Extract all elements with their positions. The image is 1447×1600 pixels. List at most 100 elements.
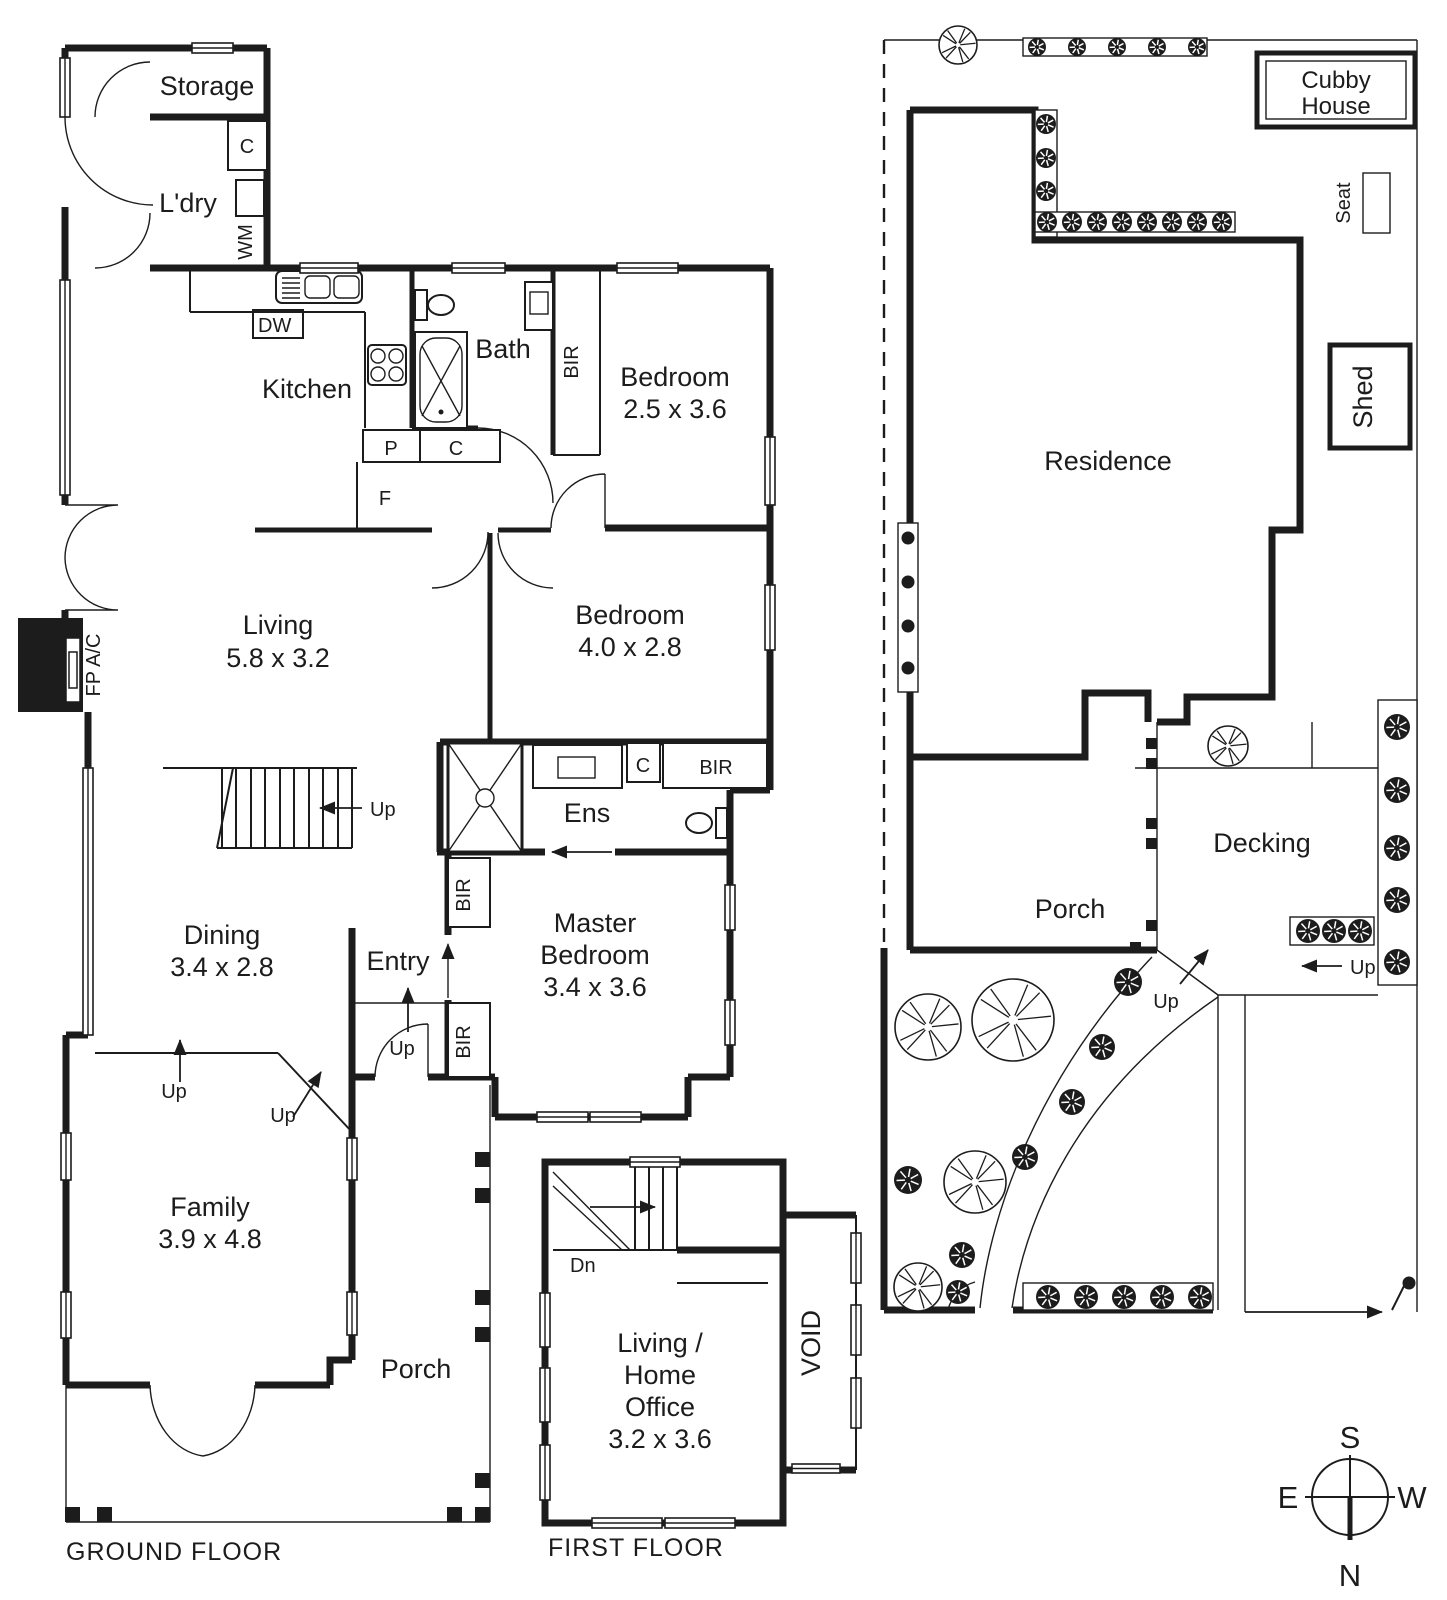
shed: Shed: [1327, 342, 1413, 451]
compass-east: E: [1278, 1480, 1299, 1515]
room-label-void: VOID: [796, 1310, 826, 1376]
dishwasher: DW: [252, 309, 304, 339]
room-label-bedroom1: Bedroom: [620, 362, 730, 392]
room-label-family: Family: [170, 1192, 250, 1222]
kitchen-counter: [189, 268, 366, 428]
shed-label: Shed: [1348, 365, 1378, 428]
decking: Decking Up: [1135, 722, 1378, 1312]
room-label-porch: Porch: [381, 1354, 452, 1384]
kitchen-sink: [275, 270, 363, 304]
decking-up-label: Up: [1350, 957, 1376, 979]
bath-toilet: [414, 289, 455, 321]
family-up-diag-label: Up: [270, 1105, 296, 1127]
room-label-master1: Master: [554, 908, 637, 938]
path-up-label: Up: [1153, 991, 1179, 1013]
closet-ensuite: C: [626, 742, 661, 783]
family-steps: Up Up: [95, 1039, 353, 1133]
bir-bath-label: BIR: [561, 345, 583, 378]
room-label-office3: Office: [625, 1392, 695, 1422]
washing-machine-label: WM: [235, 224, 257, 260]
site-label-decking: Decking: [1213, 828, 1311, 858]
pantry-label: P: [384, 438, 397, 460]
fridge-label: F: [379, 488, 391, 510]
closet-hall: C: [419, 429, 501, 463]
room-dim-living: 5.8 x 3.2: [226, 643, 330, 673]
residence-outline: [906, 106, 1304, 954]
family-up-label: Up: [161, 1081, 187, 1103]
first-floor-caption: FIRST FLOOR: [548, 1534, 724, 1562]
staircase: Up: [163, 767, 396, 849]
stairs-down-label: Dn: [570, 1255, 596, 1277]
ground-floor-plan: FP A/C DW: [18, 42, 776, 1566]
bir-master-top: BIR: [447, 857, 491, 928]
bir-master-bottom-label: BIR: [453, 1025, 475, 1058]
ensuite-toilet: [685, 807, 728, 839]
washing-machine: WM: [235, 179, 265, 260]
ground-floor-walls: [61, 44, 774, 1389]
stove-cooktop: [367, 344, 407, 386]
room-dim-dining: 3.4 x 2.8: [170, 952, 274, 982]
seat-label: Seat: [1333, 182, 1355, 224]
compass-north: N: [1339, 1558, 1361, 1593]
first-floor-plan: Dn Living / Home Office 3.2 x 3.6 VOID F…: [539, 1156, 862, 1562]
stairs-up-label: Up: [370, 799, 396, 821]
first-floor-stairs: Dn: [552, 1162, 768, 1284]
room-label-storage: Storage: [160, 71, 255, 101]
room-label-office2: Home: [624, 1360, 696, 1390]
site-porch: Porch: [1035, 738, 1157, 953]
room-dim-master: 3.4 x 3.6: [543, 972, 647, 1002]
ensuite-shower: [446, 741, 524, 854]
room-label-master2: Bedroom: [540, 940, 650, 970]
cubby-house-label-1: Cubby: [1301, 67, 1370, 94]
fridge-alcove: F: [356, 462, 391, 528]
room-label-office1: Living /: [617, 1328, 703, 1358]
pantry: P: [362, 429, 421, 463]
seat: Seat: [1333, 172, 1391, 234]
planting-beds: [897, 37, 1418, 1311]
entry-up-label: Up: [389, 1038, 415, 1060]
site-label-porch: Porch: [1035, 894, 1106, 924]
room-dim-family: 3.9 x 4.8: [158, 1224, 262, 1254]
cubby-house: Cubby House: [1254, 50, 1418, 130]
fp-ac-label: FP A/C: [83, 634, 105, 697]
site-label-residence: Residence: [1044, 446, 1172, 476]
garden-path: Up: [979, 949, 1219, 1309]
room-label-kitchen: Kitchen: [262, 374, 352, 404]
ground-floor-windows: [59, 42, 776, 1339]
room-label-dining: Dining: [184, 920, 261, 950]
closet-hall-label: C: [449, 438, 463, 460]
site-plan: Residence: [880, 25, 1418, 1319]
room-dim-office: 3.2 x 3.6: [608, 1424, 712, 1454]
room-dim-bedroom1: 2.5 x 3.6: [623, 394, 727, 424]
room-label-bedroom2: Bedroom: [575, 600, 685, 630]
compass-south: S: [1340, 1420, 1361, 1455]
fireplace-ac-unit: FP A/C: [18, 618, 105, 712]
bath-vanity: [524, 281, 554, 331]
cubby-house-label-2: House: [1301, 93, 1370, 120]
room-label-ensuite: Ens: [564, 798, 611, 828]
closet-ensuite-label: C: [636, 755, 650, 777]
compass-rose: S N E W: [1278, 1420, 1428, 1593]
room-label-laundry: L'dry: [159, 188, 217, 218]
ensuite-vanity: [532, 744, 623, 789]
bathtub: [414, 331, 468, 429]
room-dim-bedroom2: 4.0 x 2.8: [578, 632, 682, 662]
bir-bath: BIR: [553, 268, 601, 456]
dishwasher-label: DW: [258, 315, 291, 337]
bir-ensuite-label: BIR: [699, 757, 732, 779]
room-label-bath: Bath: [475, 334, 531, 364]
closet-storage-label: C: [240, 136, 254, 158]
closet-storage: C: [227, 120, 268, 171]
ground-porch: [65, 1085, 491, 1523]
first-floor-windows: [539, 1156, 862, 1529]
ground-floor-caption: GROUND FLOOR: [66, 1538, 282, 1566]
bir-ensuite: BIR: [662, 742, 768, 789]
room-label-entry: Entry: [366, 946, 430, 976]
bir-master-top-label: BIR: [453, 878, 475, 911]
entry-steps: Up: [352, 943, 455, 1060]
room-label-living: Living: [243, 610, 314, 640]
bir-master-bottom: BIR: [447, 1002, 491, 1078]
garden-trees: [893, 25, 1249, 1312]
